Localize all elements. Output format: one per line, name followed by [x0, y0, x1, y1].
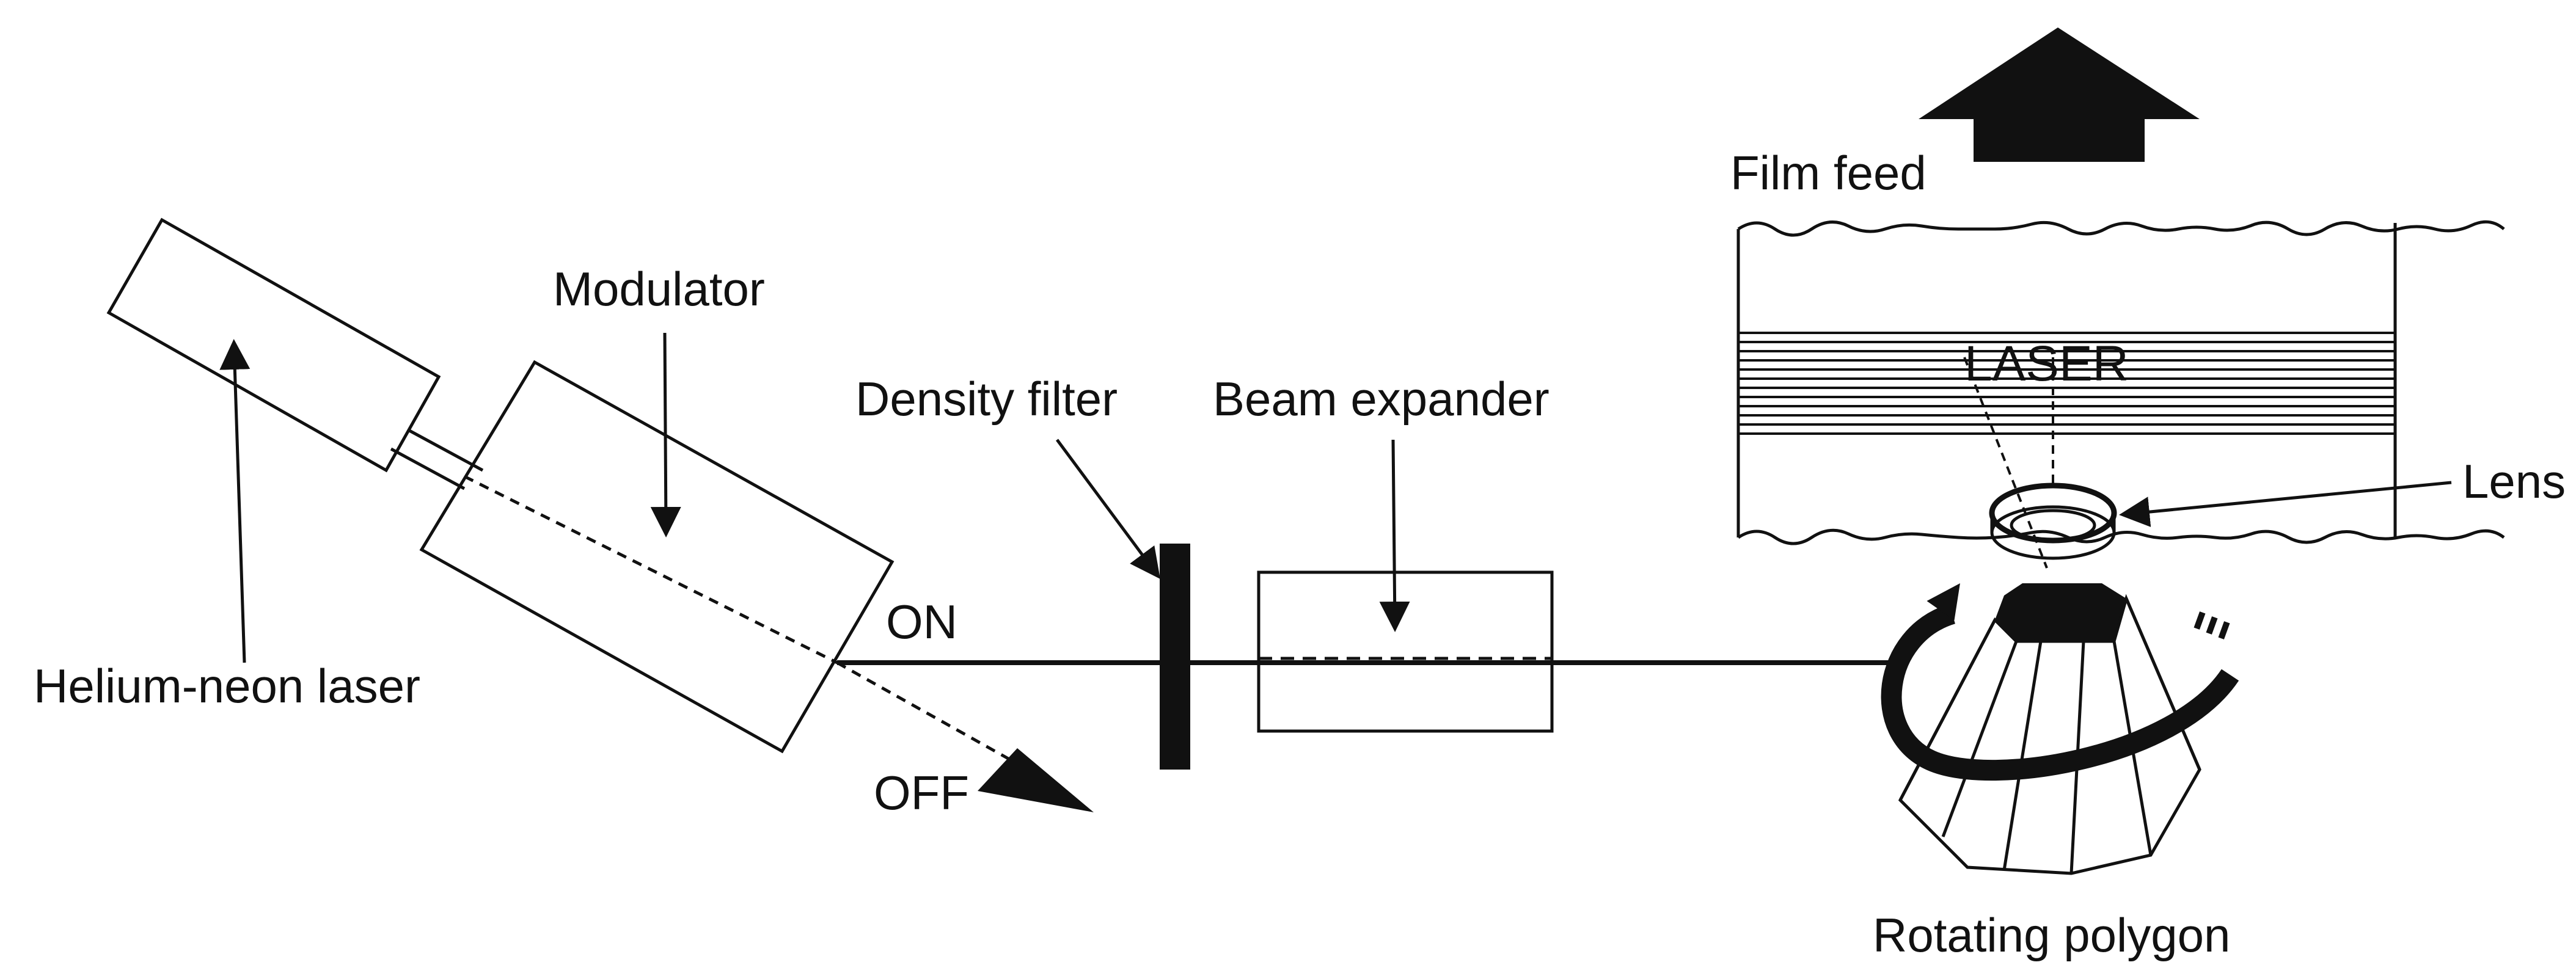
scan-lines [1738, 332, 2395, 435]
label-on: ON [886, 595, 957, 649]
label-density-filter: Density filter [855, 372, 1118, 426]
polygon-top-face [1995, 583, 2126, 641]
label-off: OFF [874, 766, 969, 820]
beam-expander [1257, 570, 1554, 733]
film [1736, 220, 2505, 545]
rotation-arrow [1881, 603, 2239, 781]
label-beam-expander: Beam expander [1213, 372, 1550, 426]
helium-neon-laser-pointer [219, 339, 251, 663]
beam-expander-pointer [1379, 439, 1410, 632]
lens-pointer [2119, 481, 2452, 528]
modulator [419, 360, 895, 754]
label-laser: LASER [1964, 336, 2129, 391]
film-feed-arrow-icon [1919, 27, 2200, 162]
density-filter-pointer [1055, 439, 1160, 580]
off-arrow-icon [978, 748, 1094, 812]
lens [1963, 357, 2117, 569]
label-modulator: Modulator [553, 262, 765, 316]
off-beam [836, 661, 1094, 812]
density-filter [1160, 544, 1190, 770]
rotating-polygon [1881, 583, 2239, 875]
modulator-beam-path [463, 475, 838, 665]
label-helium-neon-laser: Helium-neon laser [34, 659, 420, 713]
label-film-feed: Film feed [1730, 146, 1927, 200]
label-lens: Lens [2462, 454, 2566, 508]
modulator-pointer [650, 332, 681, 537]
helium-neon-laser [106, 217, 484, 490]
label-rotating-polygon: Rotating polygon [1873, 908, 2230, 962]
